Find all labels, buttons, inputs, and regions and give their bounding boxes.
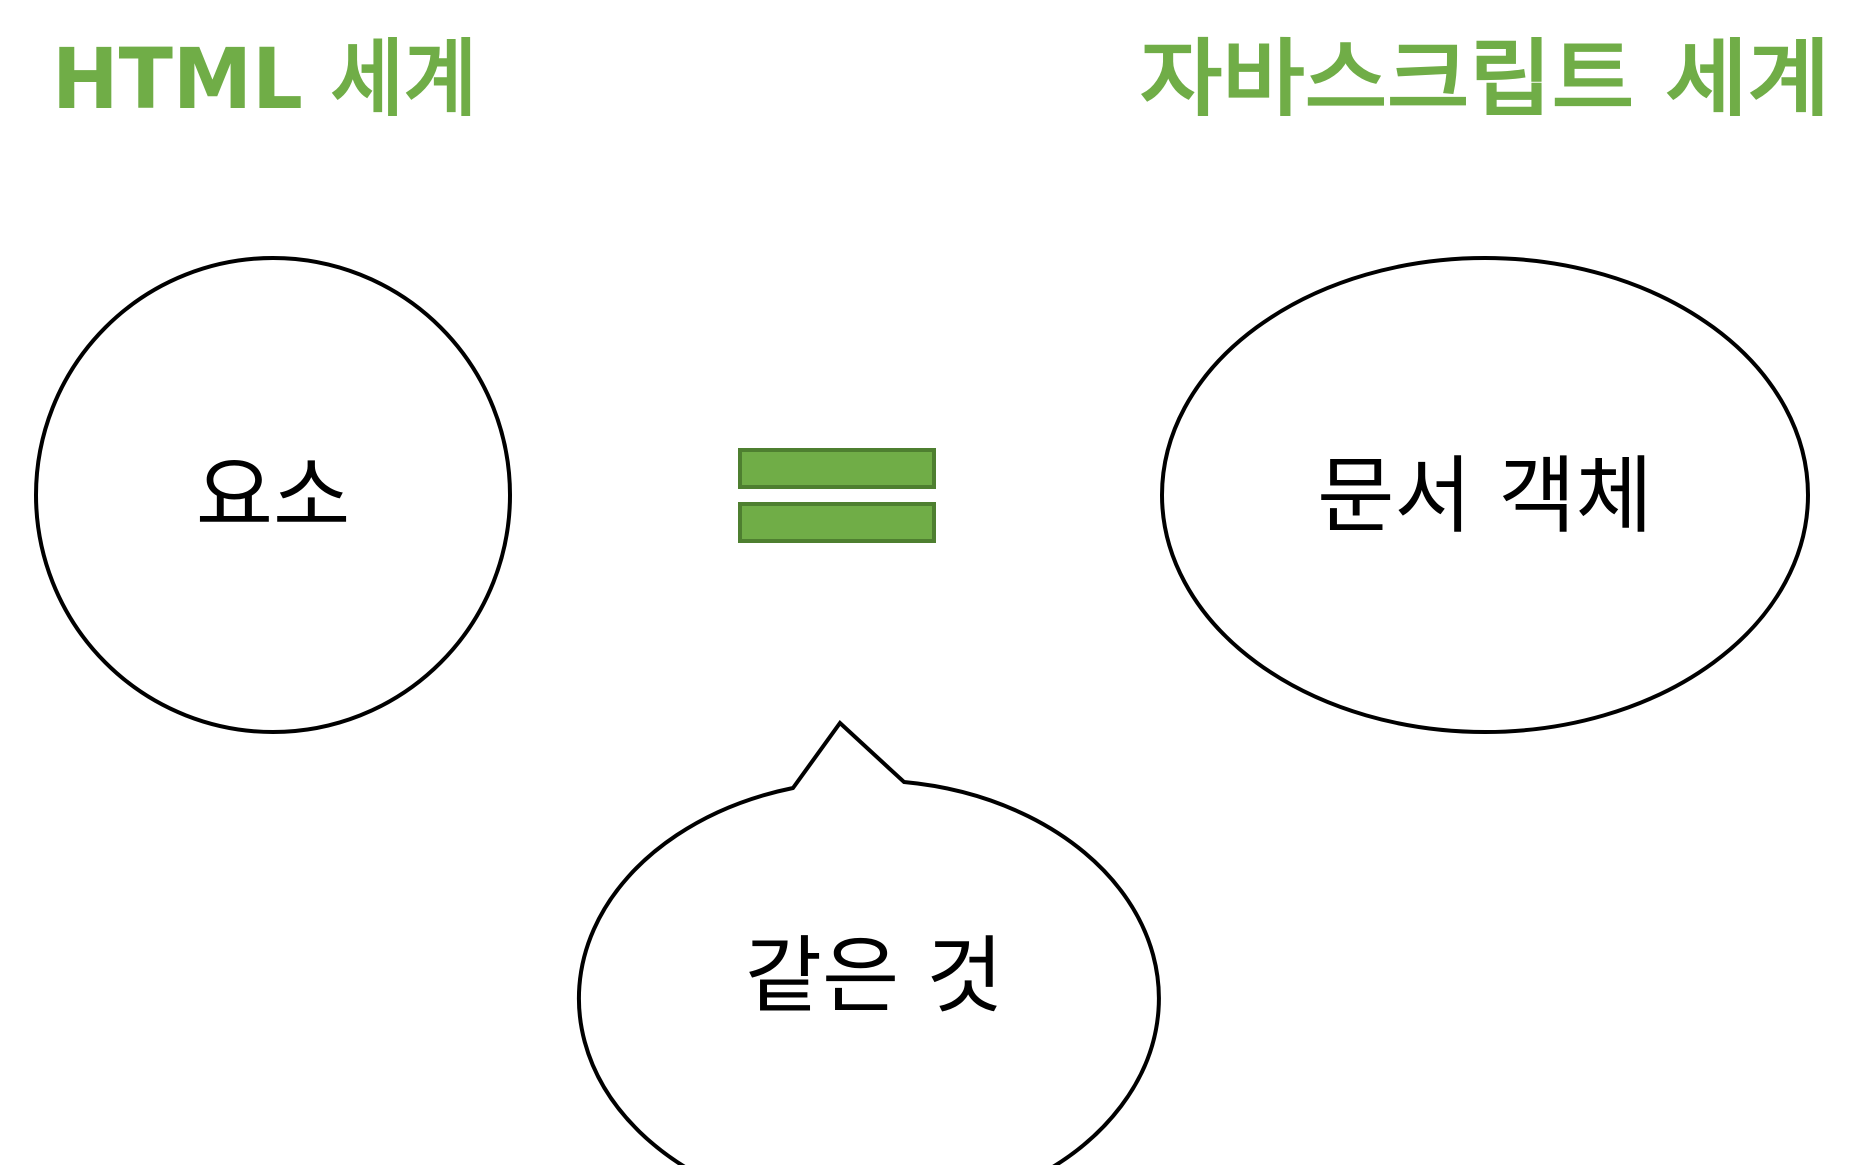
callout-label: 같은 것 (745, 927, 1004, 1025)
equals-bar-top (738, 448, 936, 489)
document-object-label: 문서 객체 (1317, 447, 1653, 545)
document-object-ellipse (1160, 256, 1810, 734)
equals-bar-bottom (738, 502, 936, 543)
element-circle (34, 256, 512, 734)
callout-bubble (576, 720, 1161, 1165)
heading-javascript-world: 자바스크립트 세계 (1140, 30, 1830, 128)
element-label: 요소 (196, 447, 351, 545)
heading-html-world: HTML 세계 (52, 30, 477, 128)
equals-sign-icon (738, 448, 936, 543)
